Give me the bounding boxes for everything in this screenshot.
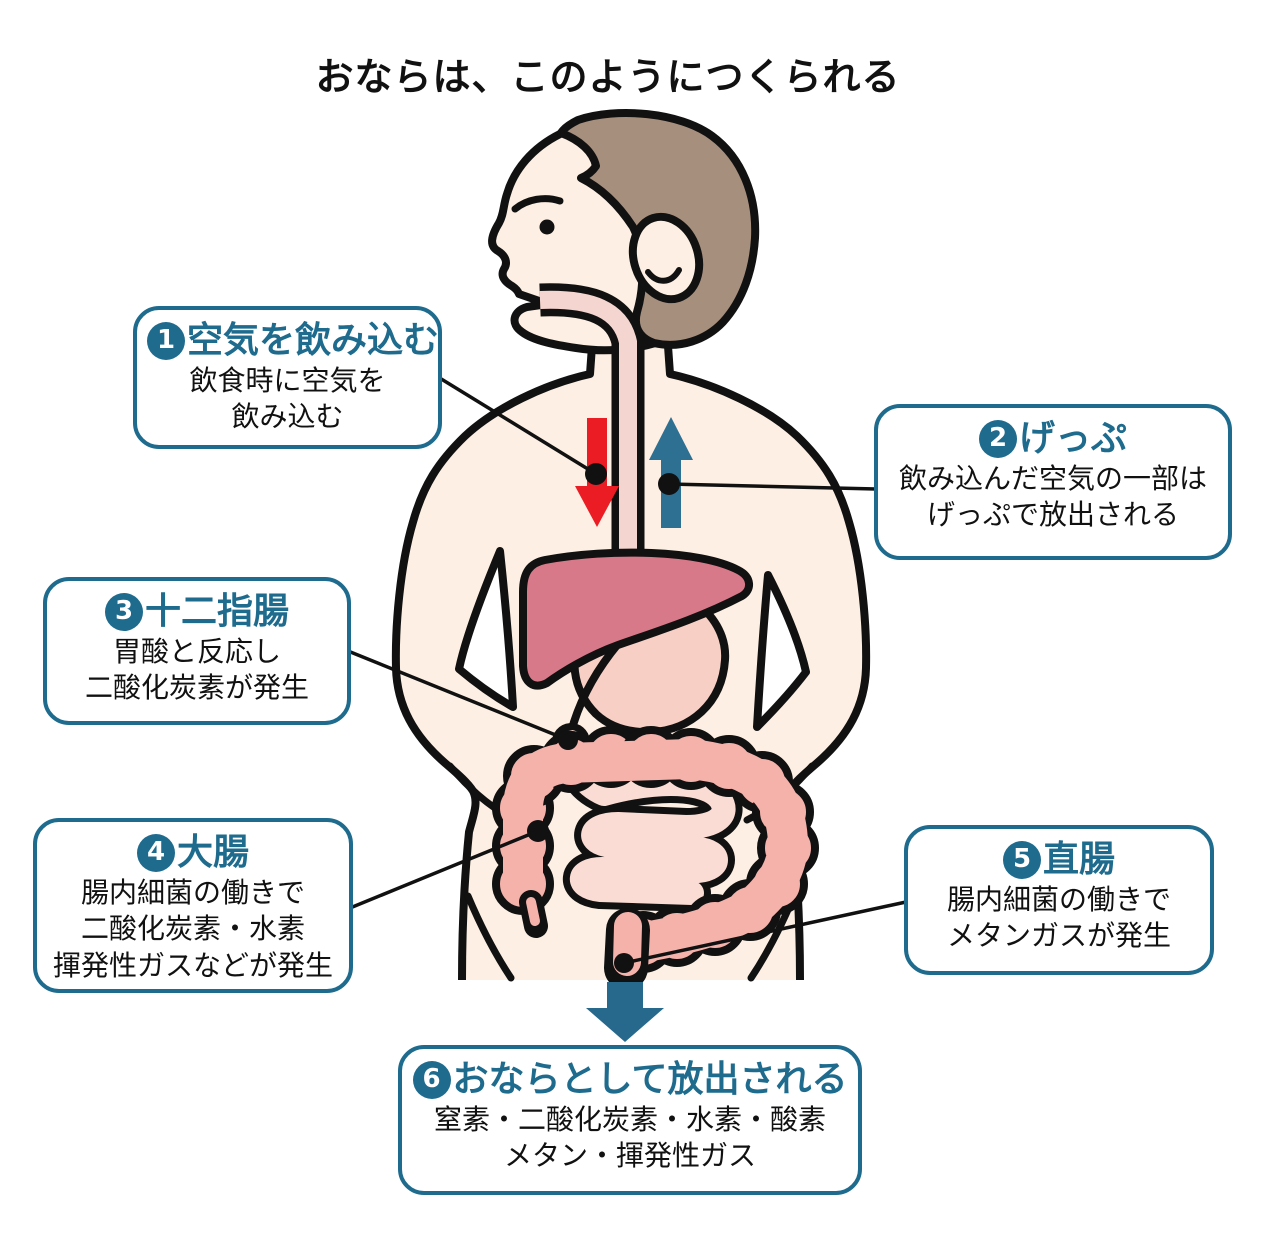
esophagus (539, 283, 645, 562)
callout-1-heading-text: 空気を飲み込む (187, 320, 440, 361)
left-armpit-gap (455, 547, 517, 711)
callout-burp: 2 げっぷ 飲み込んだ空気の一部は げっぷで放出される (874, 404, 1232, 560)
callout-3-heading-text: 十二指腸 (144, 591, 289, 632)
callout-4-heading: 4 大腸 (45, 830, 341, 875)
callout-6-body-line: 窒素・二酸化炭素・水素・酸素 (433, 1103, 826, 1136)
callout-2-body-line: 飲み込んだ空気の一部は (898, 462, 1207, 495)
liver (519, 548, 753, 690)
callout-4-body-line: 腸内細菌の働きで (80, 876, 305, 909)
callout-3-body-line: 二酸化炭素が発生 (84, 671, 309, 705)
callout-rectum: 5 直腸 腸内細菌の働きで メタンガスが発生 (904, 825, 1214, 975)
callout-4-body-line: 二酸化炭素・水素 (80, 912, 305, 946)
step-1-number-badge: 1 (147, 321, 185, 360)
callout-6-heading-text: おならとして放出される (452, 1059, 848, 1100)
eye (539, 219, 555, 235)
callout-1-heading: 1 空気を飲み込む (145, 318, 439, 363)
callout-6-body-line: メタン・揮発性ガス (503, 1139, 756, 1173)
callout-1-body-line: 飲み込む (231, 400, 344, 434)
step-3-number-badge: 3 (104, 592, 143, 631)
small-intestine (552, 723, 743, 912)
ear (628, 212, 704, 304)
callout-4-heading-text: 大腸 (176, 832, 249, 873)
callout-5-body-line: 腸内細菌の働きで (946, 883, 1171, 916)
callout-4-body-line: 揮発性ガスなどが発生 (52, 948, 333, 982)
callout-5-heading: 5 直腸 (916, 837, 1202, 882)
ear-inner-line (645, 267, 682, 284)
callout-5-heading-text: 直腸 (1042, 839, 1115, 880)
callout-1-body-line: 飲食時に空気を (189, 364, 386, 397)
callout-5-body-line: メタンガスが発生 (946, 919, 1171, 953)
callout-3-heading: 3 十二指腸 (55, 589, 339, 634)
callout-swallow-air: 1 空気を飲み込む 飲食時に空気を 飲み込む (133, 306, 442, 449)
connector-dots (527, 463, 680, 973)
step-4-number-badge: 4 (136, 833, 175, 872)
step-2-number-badge: 2 (978, 419, 1017, 458)
callout-duodenum: 3 十二指腸 胃酸と反応し 二酸化炭素が発生 (43, 577, 351, 725)
diagram-title: おならは、このようにつくられる (315, 55, 901, 99)
large-intestine (492, 726, 819, 990)
step-6-number-badge: 6 (412, 1060, 451, 1099)
callout-2-body-line: げっぷで放出される (926, 498, 1179, 532)
callout-2-heading: 2 げっぷ (886, 416, 1220, 461)
callout-6-heading: 6 おならとして放出される (410, 1057, 850, 1102)
right-armpit-gap (753, 571, 810, 731)
callout-released-as-fart: 6 おならとして放出される 窒素・二酸化炭素・水素・酸素 メタン・揮発性ガス (398, 1045, 862, 1195)
callout-3-body-line: 胃酸と反応し (112, 635, 281, 668)
callout-large-intestine: 4 大腸 腸内細菌の働きで 二酸化炭素・水素 揮発性ガスなどが発生 (33, 818, 353, 993)
eyebrow (511, 195, 564, 213)
callout-connector-lines (347, 375, 907, 965)
fart-down-arrow-icon (586, 982, 664, 1042)
step-5-number-badge: 5 (1002, 840, 1041, 879)
callout-2-heading-text: げっぷ (1018, 418, 1127, 459)
